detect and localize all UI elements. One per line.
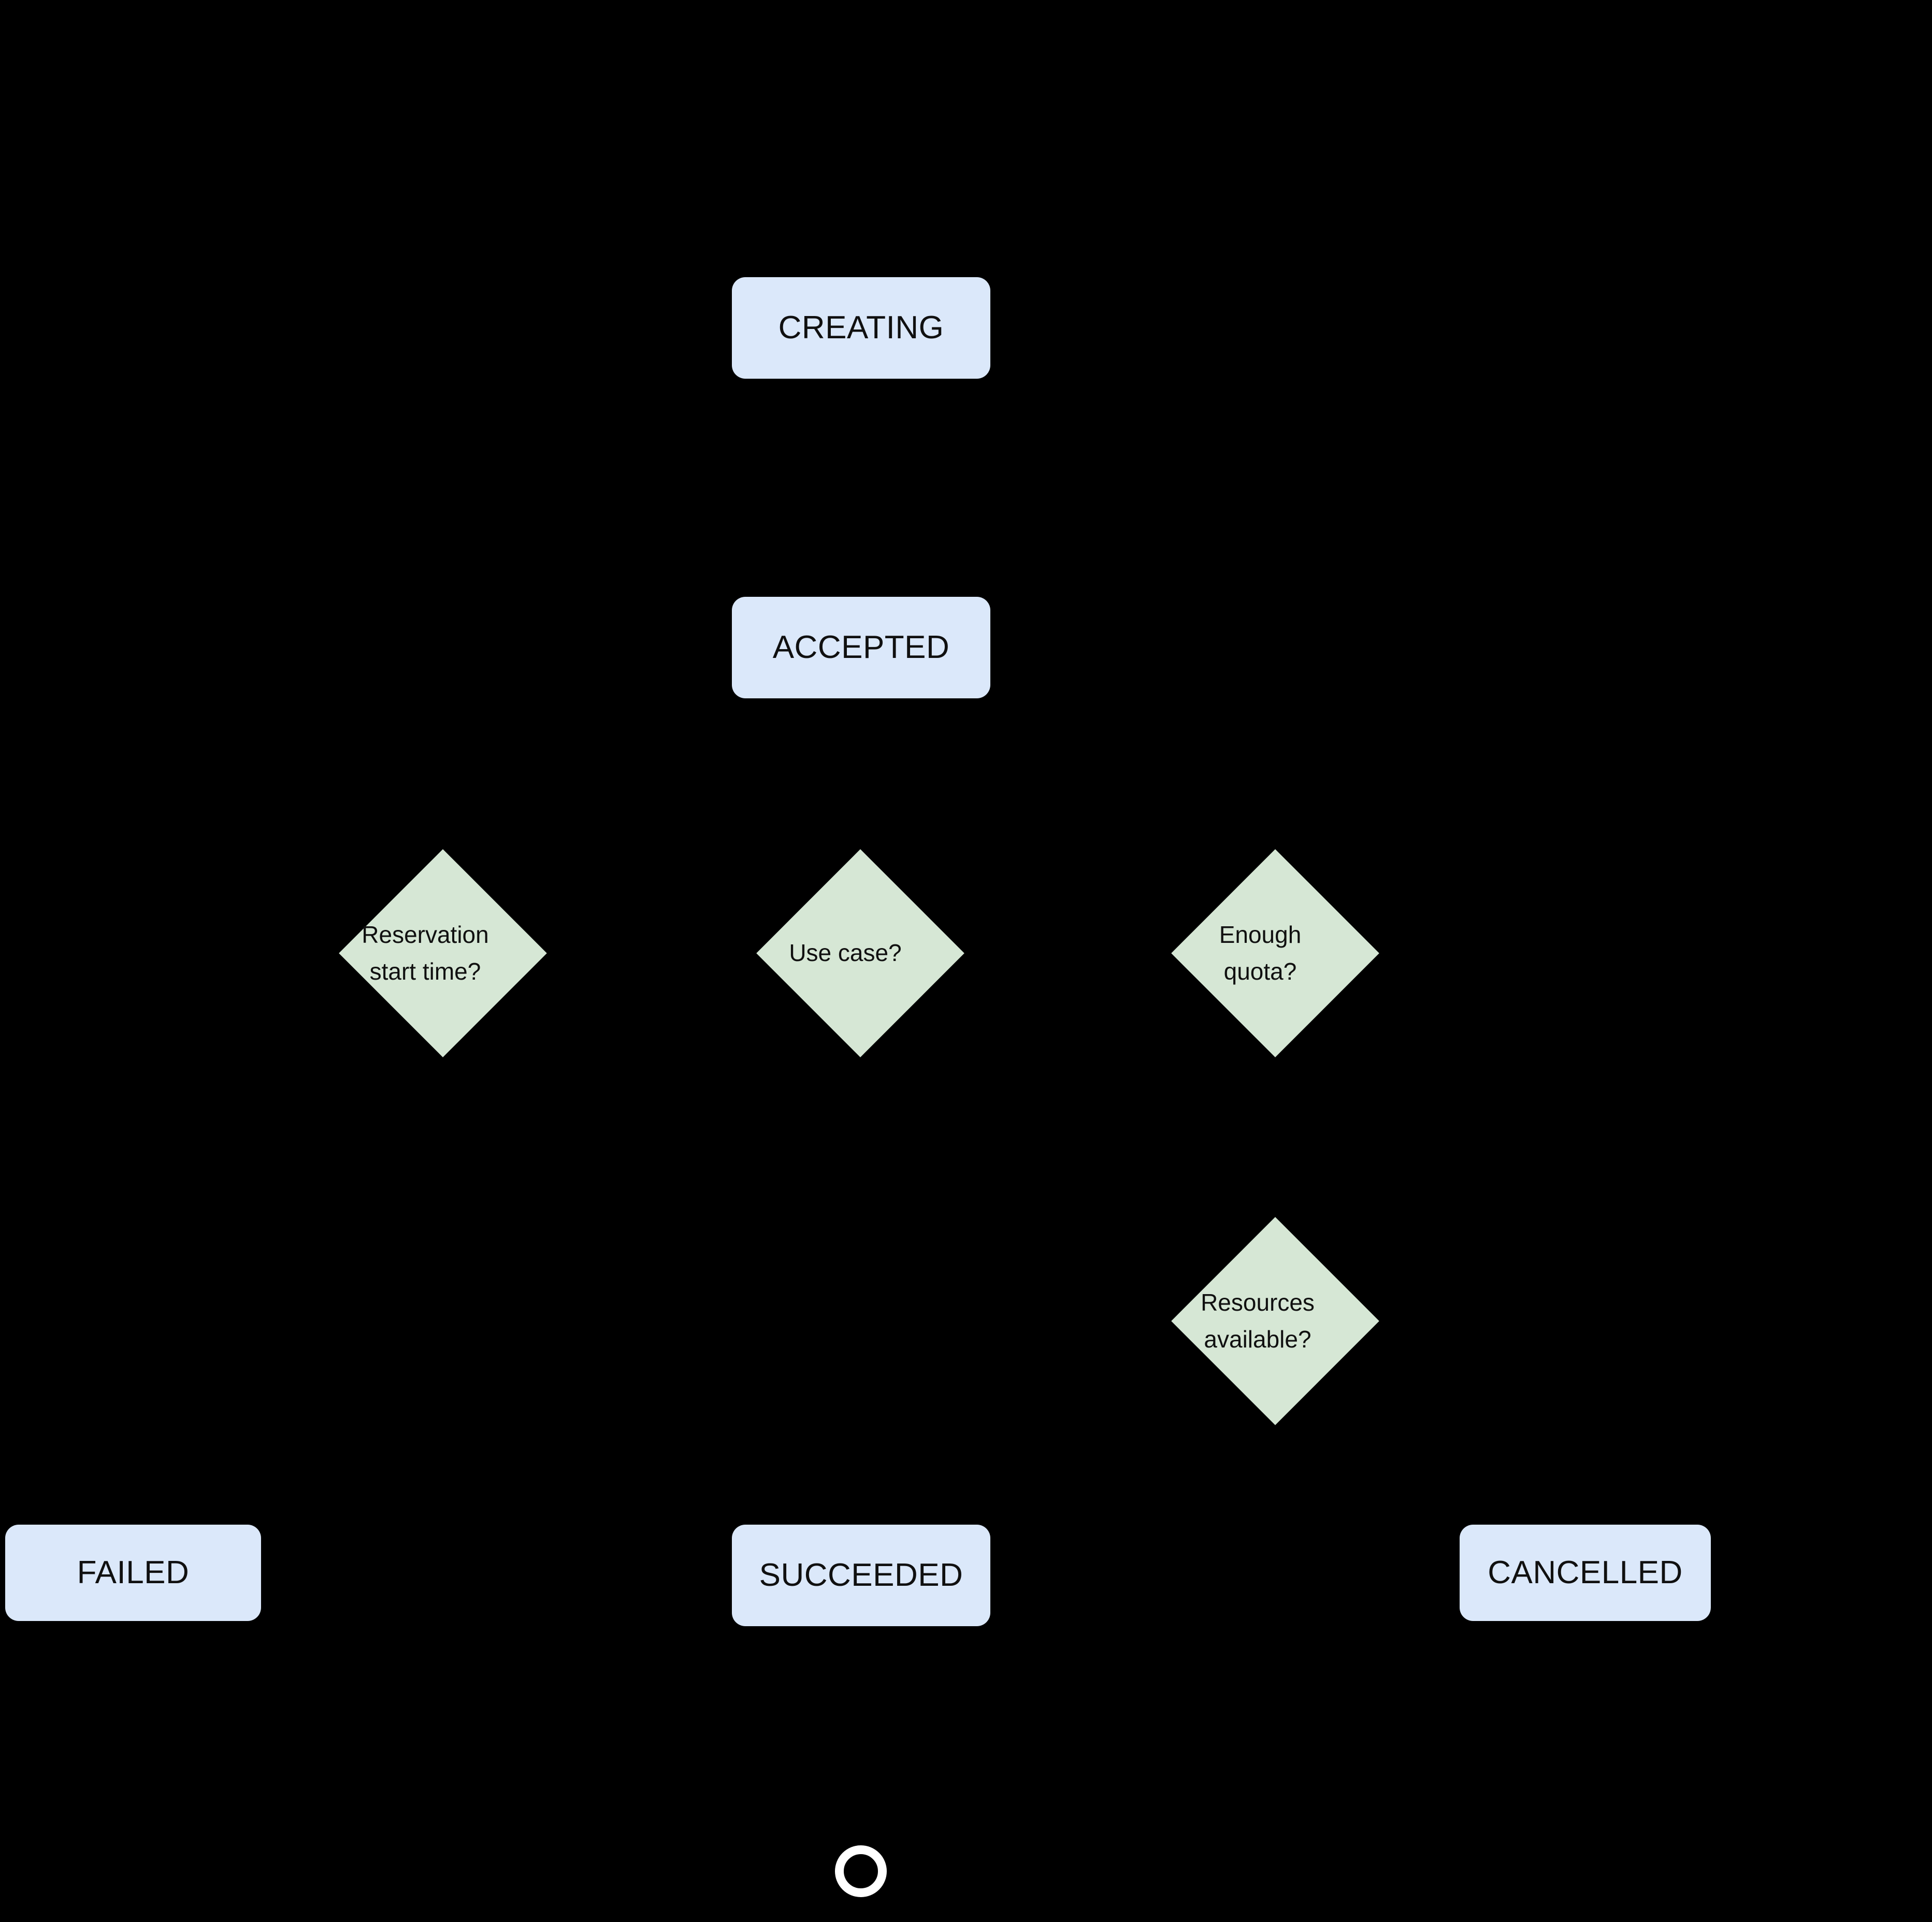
decision-reservation-start-time[interactable]: Reservation start time? — [339, 849, 547, 1057]
state-succeeded[interactable]: SUCCEEDED — [732, 1525, 990, 1626]
end-terminal-circle-icon — [835, 1845, 887, 1897]
state-creating[interactable]: CREATING — [732, 277, 990, 379]
decision-enough-quota[interactable]: Enough quota? — [1171, 849, 1379, 1057]
state-creating-label: CREATING — [778, 310, 944, 346]
decision-resources-available-label: Resources available? — [1201, 1288, 1315, 1353]
state-cancelled[interactable]: CANCELLED — [1460, 1525, 1711, 1621]
state-cancelled-label: CANCELLED — [1488, 1555, 1683, 1590]
decision-resources-available[interactable]: Resources available? — [1171, 1217, 1379, 1425]
edge-enough-quota-to-resources — [1267, 1057, 1284, 1217]
state-accepted-label: ACCEPTED — [772, 629, 950, 665]
edge-creating-to-accepted — [853, 379, 869, 597]
edge-accepted-to-reservation-start — [435, 698, 863, 850]
decision-reservation-start-time-label: Reservation start time? — [362, 921, 489, 985]
state-failed[interactable]: FAILED — [5, 1525, 261, 1621]
edge-accepted-to-enough-quota — [859, 698, 1284, 850]
edge-succeeded-to-end — [853, 1626, 869, 1845]
state-failed-label: FAILED — [77, 1555, 190, 1590]
decision-use-case[interactable]: Use case? — [756, 849, 964, 1057]
state-succeeded-label: SUCCEEDED — [759, 1557, 963, 1593]
edge-use-case-to-succeeded — [853, 1057, 869, 1525]
decision-enough-quota-label: Enough quota? — [1219, 921, 1302, 985]
decision-use-case-label: Use case? — [789, 939, 902, 967]
edge-resources-to-cancelled — [1273, 1425, 1593, 1525]
edge-reservation-start-to-failed — [125, 1057, 445, 1525]
state-accepted[interactable]: ACCEPTED — [732, 597, 990, 698]
edge-accepted-to-use-case — [853, 698, 869, 850]
